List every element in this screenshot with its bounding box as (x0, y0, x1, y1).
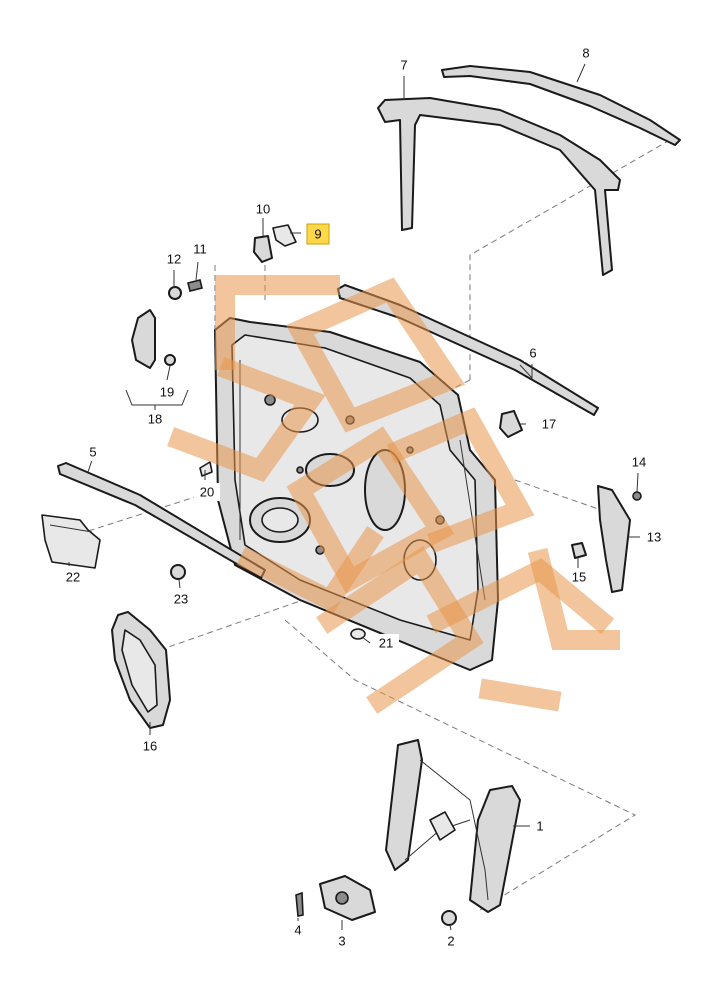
callout-11: 11 (188, 240, 212, 258)
callout-4: 4 (289, 921, 307, 939)
svg-text:16: 16 (143, 739, 157, 754)
upper-brackets (253, 224, 297, 263)
pillar-trim (597, 485, 631, 593)
callout-9: 9 (306, 223, 330, 245)
door-trim-bezel (111, 611, 171, 729)
svg-text:12: 12 (167, 252, 181, 267)
fasteners (164, 279, 642, 926)
svg-text:3: 3 (338, 934, 345, 949)
callout-1: 1 (531, 817, 549, 835)
water-shield (41, 514, 101, 569)
svg-text:20: 20 (200, 485, 214, 500)
regulator-motor (319, 875, 376, 921)
callout-18: 18 (142, 410, 168, 428)
svg-text:23: 23 (174, 592, 188, 607)
mirror-cover (131, 309, 156, 369)
svg-text:8: 8 (582, 46, 589, 61)
svg-text:14: 14 (632, 455, 646, 470)
callout-21: 21 (373, 634, 399, 652)
svg-text:19: 19 (160, 385, 174, 400)
callout-5: 5 (84, 443, 102, 461)
callout-3: 3 (333, 932, 351, 950)
callout-20: 20 (194, 483, 220, 501)
svg-text:17: 17 (542, 417, 556, 432)
callout-23: 23 (168, 590, 194, 608)
svg-text:18: 18 (148, 412, 162, 427)
callout-10: 10 (251, 200, 275, 218)
callout-2: 2 (442, 932, 460, 950)
svg-text:6: 6 (529, 346, 536, 361)
callout-12: 12 (162, 250, 186, 268)
svg-text:22: 22 (66, 570, 80, 585)
window-frame (377, 97, 621, 276)
svg-text:9: 9 (314, 227, 321, 242)
callout-7: 7 (394, 56, 414, 74)
callout-14: 14 (626, 453, 652, 471)
callout-22: 22 (60, 568, 86, 586)
callout-19: 19 (154, 383, 180, 401)
svg-text:7: 7 (400, 58, 407, 73)
svg-text:2: 2 (447, 934, 454, 949)
svg-text:11: 11 (193, 242, 207, 257)
lock-bracket (499, 410, 523, 438)
svg-text:15: 15 (572, 570, 586, 585)
callout-15: 15 (566, 568, 592, 586)
svg-text:21: 21 (379, 636, 393, 651)
callout-13: 13 (641, 528, 667, 546)
svg-text:4: 4 (294, 923, 301, 938)
callout-17: 17 (536, 415, 562, 433)
callout-8: 8 (576, 44, 596, 62)
callout-16: 16 (137, 737, 163, 755)
svg-text:13: 13 (647, 530, 661, 545)
callouts: 7 8 10 9 11 12 6 17 (60, 44, 667, 950)
svg-text:5: 5 (89, 445, 96, 460)
window-regulator (385, 739, 521, 913)
callout-6: 6 (524, 344, 542, 362)
window-channel-strip (441, 65, 681, 146)
leader-lines (68, 63, 640, 931)
watermark-logo (167, 275, 620, 714)
svg-text:10: 10 (256, 202, 270, 217)
svg-text:1: 1 (536, 819, 543, 834)
